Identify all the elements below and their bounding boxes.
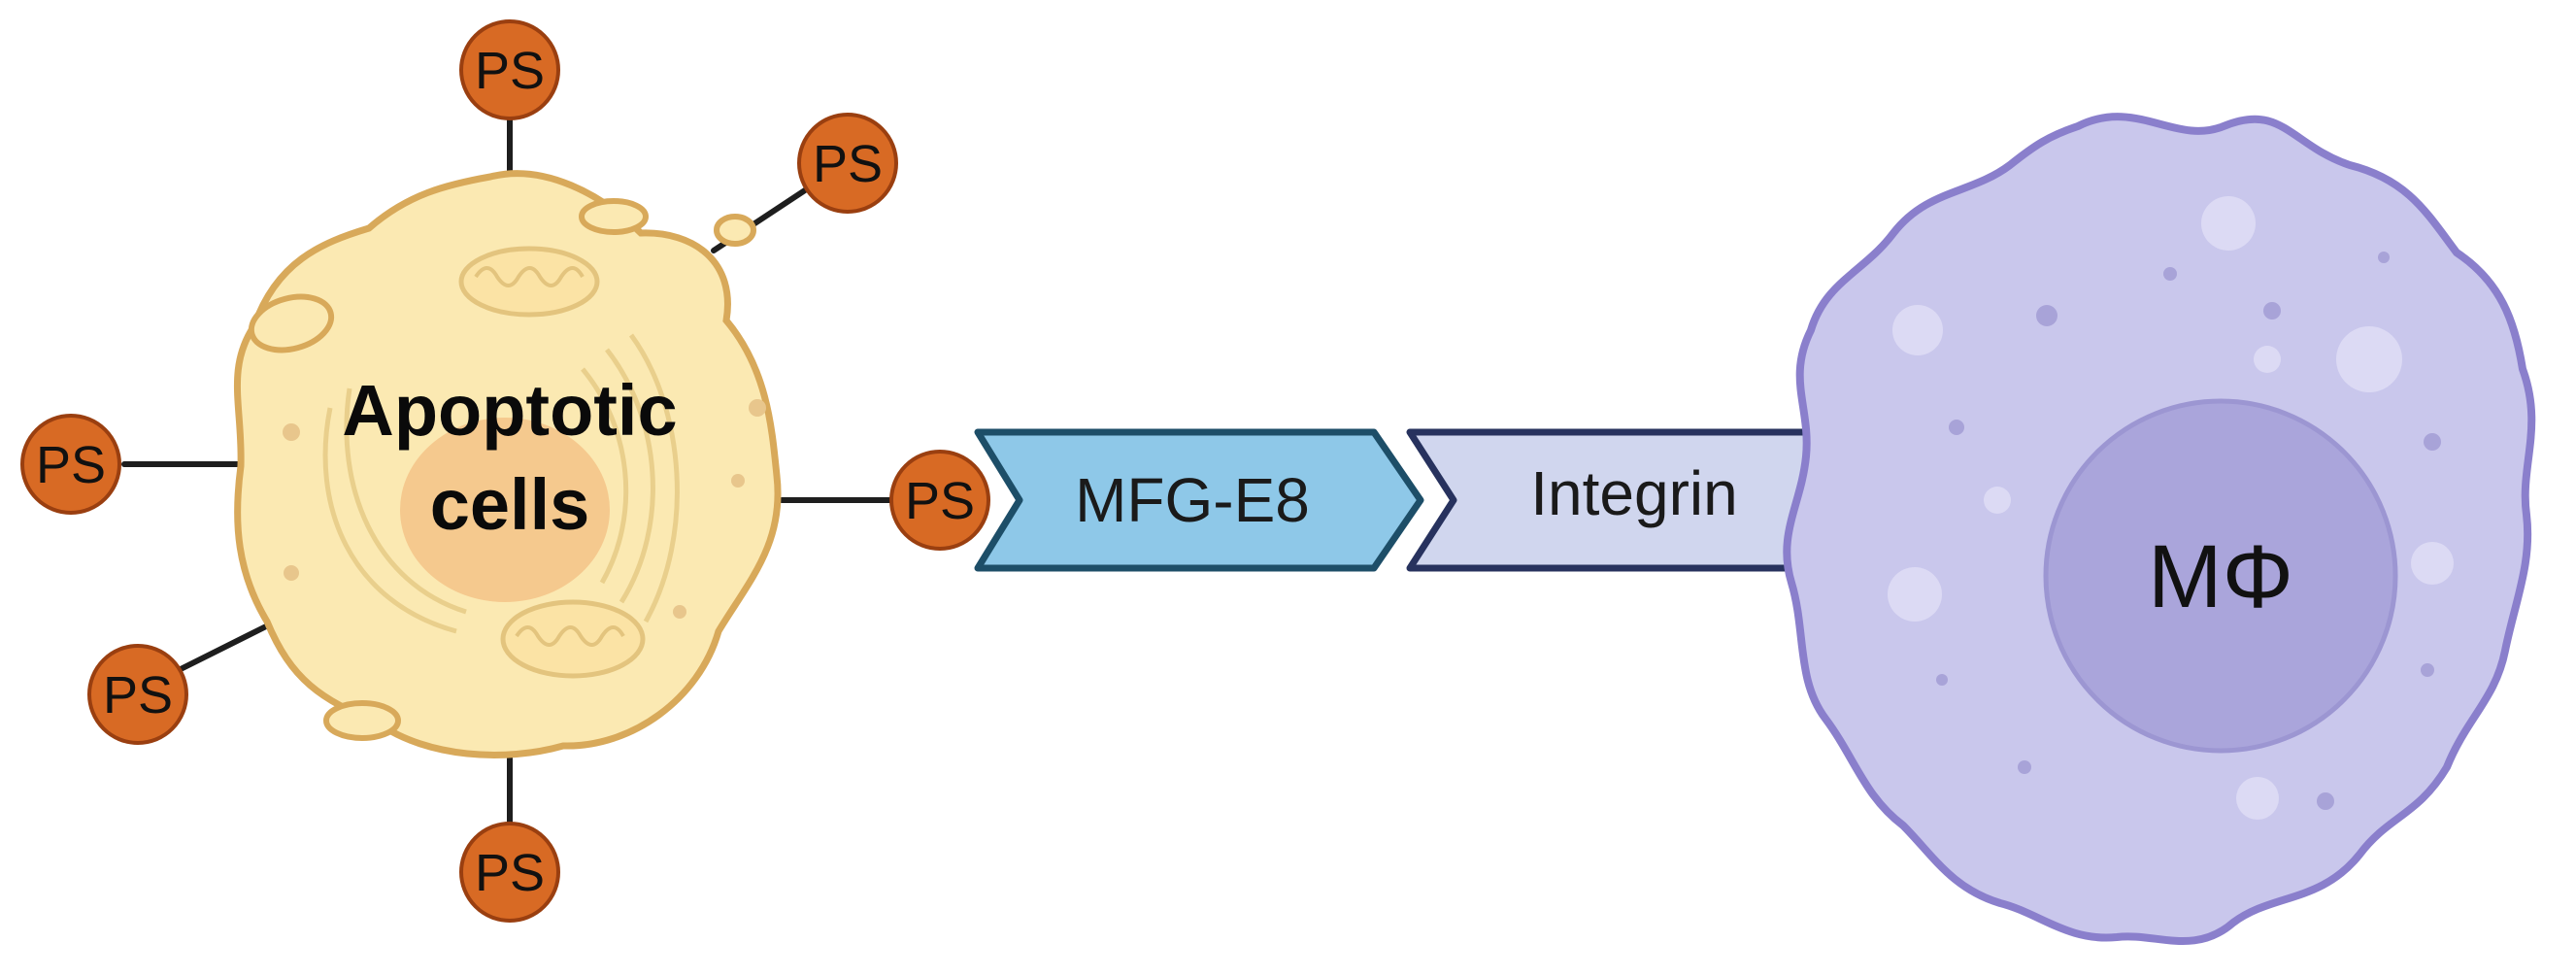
macrophage: MΦ <box>1783 113 2536 946</box>
bleb-top-right <box>714 214 756 247</box>
svg-text:PS: PS <box>905 472 975 530</box>
svg-text:PS: PS <box>103 666 173 724</box>
macrophage-label: MΦ <box>2148 527 2293 626</box>
ps-marker-bottom: PS <box>459 822 560 923</box>
svg-text:PS: PS <box>475 844 545 902</box>
apoptotic-cell-label-line1: Apoptotic <box>342 370 677 451</box>
bleb-top <box>579 198 649 235</box>
apoptotic-nucleus <box>400 418 610 602</box>
mfge8-label: MFG-E8 <box>1075 465 1310 535</box>
svg-text:PS: PS <box>36 436 106 494</box>
mfge8-arrow: MFG-E8 <box>974 428 1424 572</box>
cell-vesicles <box>283 399 766 619</box>
ps-marker-right: PS <box>889 450 990 551</box>
bleb-upper-left <box>248 293 335 353</box>
ps-marker-top-right: PS <box>797 113 898 214</box>
mitochondrion-top <box>458 246 600 318</box>
bleb-bottom <box>323 700 401 741</box>
ps-marker-lower-left: PS <box>87 644 188 745</box>
mitochondrion-bottom <box>500 599 646 679</box>
ps-stalk-lower-left <box>172 622 273 675</box>
apoptotic-cell-label-line2: cells <box>430 464 590 545</box>
svg-text:PS: PS <box>813 135 883 193</box>
svg-text:PS: PS <box>475 42 545 100</box>
apoptotic-blebs <box>248 198 756 741</box>
er-arcs <box>322 333 680 634</box>
ps-marker-top: PS <box>459 19 560 120</box>
integrin-label: Integrin <box>1530 458 1737 528</box>
macrophage-vesicles <box>1888 196 2454 820</box>
apoptotic-cell: Apoptotic cells <box>233 170 782 758</box>
macrophage-nucleus <box>2043 398 2398 754</box>
integrin-arrow: Integrin <box>1406 428 1866 572</box>
ps-marker-left: PS <box>20 414 121 515</box>
